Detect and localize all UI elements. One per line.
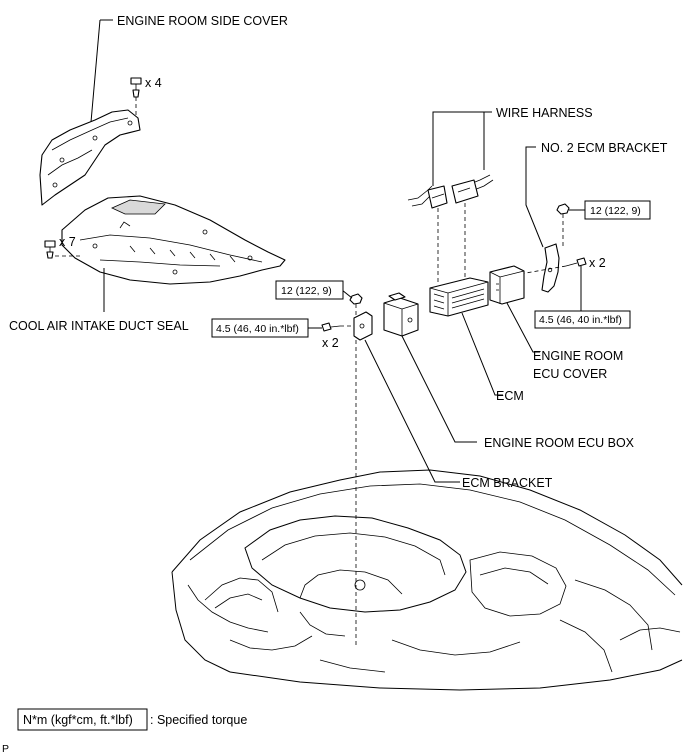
ecu-cover-leader	[506, 302, 540, 353]
ecm-label: ECM	[496, 389, 524, 403]
engine-room-ecu-box	[383, 292, 419, 337]
nut-right	[556, 203, 570, 215]
bolt-right-guide	[519, 265, 567, 275]
seal-clip-qty: x 7	[59, 235, 76, 249]
wire-harness-connectors	[407, 174, 494, 209]
side-cover-leader	[90, 19, 101, 123]
side-cover-label: ENGINE ROOM SIDE COVER	[117, 14, 288, 28]
ecu-cover-label-line2: ECU COVER	[533, 367, 607, 381]
torque-box-bolt-right	[534, 310, 631, 329]
no2-ecm-bracket	[541, 243, 560, 293]
nut-left-torque-leader	[341, 289, 353, 299]
wire-harness-label: WIRE HARNESS	[496, 106, 593, 120]
bolt-left	[321, 322, 341, 332]
torque-box-bolt-left	[211, 318, 309, 338]
torque-bolt-right: 4.5 (46, 40 in.*lbf)	[539, 314, 622, 326]
bolt-right	[565, 257, 587, 267]
cover-clip	[130, 77, 142, 98]
torque-nut-left: 12 (122, 9)	[281, 285, 332, 297]
ecm-leader	[461, 312, 503, 396]
duct-seal-label: COOL AIR INTAKE DUCT SEAL	[9, 319, 189, 333]
legend-torque-box	[17, 708, 148, 731]
bolt-right-qty: x 2	[589, 256, 606, 270]
ecm-bracket-label: ECM BRACKET	[462, 476, 553, 490]
nut-left	[349, 293, 363, 305]
ecm-bracket-leader	[364, 339, 460, 483]
vehicle-engine-bay	[171, 469, 683, 691]
no2-bracket-label: NO. 2 ECM BRACKET	[541, 141, 668, 155]
torque-box-nut-right	[584, 200, 651, 220]
legend-description: : Specified torque	[150, 713, 247, 727]
torque-nut-right: 12 (122, 9)	[590, 205, 641, 217]
engine-room-ecu-cover	[489, 265, 525, 305]
torque-box-nut-left	[275, 280, 344, 300]
cool-air-intake-duct-seal	[61, 195, 286, 285]
ecm-unit	[429, 277, 489, 317]
legend-box-text: N*m (kgf*cm, ft.*lbf)	[23, 713, 133, 727]
ecu-box-label: ENGINE ROOM ECU BOX	[484, 436, 635, 450]
cover-clip-qty: x 4	[145, 76, 162, 90]
figure-code: P	[2, 743, 9, 755]
ecm-bracket	[353, 311, 373, 341]
engine-room-side-cover	[39, 109, 141, 206]
seal-clip	[44, 240, 56, 259]
wire-harness-leader	[432, 111, 485, 186]
ecu-box-leader	[401, 335, 477, 443]
bolt-left-qty: x 2	[322, 336, 339, 350]
no2-bracket-leader	[525, 146, 544, 248]
torque-bolt-left: 4.5 (46, 40 in.*lbf)	[216, 323, 299, 335]
ecu-cover-label-line1: ENGINE ROOM	[533, 349, 623, 363]
